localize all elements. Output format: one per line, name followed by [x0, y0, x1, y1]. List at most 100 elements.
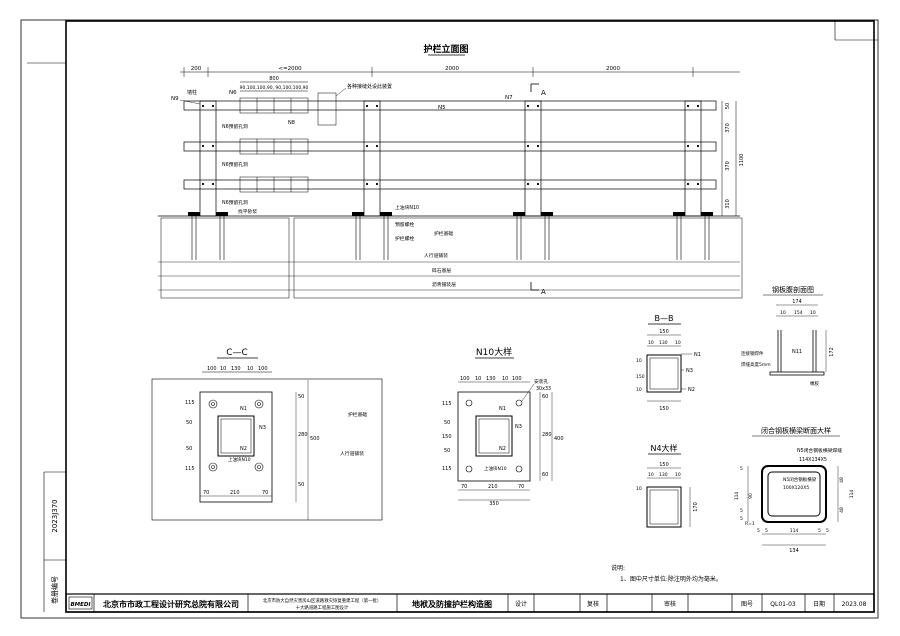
rdim-1100: 1100 — [739, 154, 745, 167]
rail-db-3: 5 — [818, 528, 821, 534]
cc-n10: 上油块N10 — [228, 456, 251, 463]
bb-t1: 130 — [659, 340, 668, 346]
n4-title: N4大样 — [650, 443, 677, 453]
n10-total: 350 — [489, 501, 499, 507]
cc-dr-1: 280 — [298, 432, 308, 438]
rail-dl-3: 5 — [740, 508, 743, 514]
review-label: 审核 — [664, 600, 676, 608]
n10-dl-4: 115 — [442, 466, 452, 472]
bb-t0: 10 — [648, 340, 654, 346]
dim-le2000: <=2000 — [278, 66, 302, 72]
cc-dl-1: 50 — [186, 420, 192, 426]
steel-t0: 10 — [780, 310, 786, 316]
cc-n1: N1 — [240, 406, 247, 412]
rdim-310: 310 — [725, 199, 731, 209]
label-n6: N6 — [229, 90, 237, 96]
bb-t2: 10 — [675, 340, 681, 346]
cc-n3: N3 — [259, 425, 266, 431]
notes-title: 说明: — [611, 564, 625, 572]
cc-dt-4: 100 — [258, 366, 268, 372]
rail-total: 134 — [789, 548, 799, 554]
rail-dr-1: 114 — [849, 490, 855, 499]
project-line1: 北京市防大自然灾害房山区道路救灾恢复重建工程（第一批） — [263, 597, 382, 604]
n10-dr-3: 60 — [542, 472, 548, 478]
n10-dt-3: 10 — [502, 376, 508, 382]
steel-t2: 10 — [810, 310, 816, 316]
n10-n10: 上油块N10 — [484, 465, 507, 472]
steel-base: 橡胶 — [810, 380, 819, 387]
outer-frame — [20, 19, 879, 619]
elevation-title: 护栏立面图 — [423, 43, 468, 55]
n10-db-2: 70 — [518, 484, 524, 490]
cc-dt-3: 10 — [247, 366, 253, 372]
label-base-plate: 上油块N10 — [395, 204, 419, 211]
section-cc: C—C 100 10 130 10 100 115 50 50 115 50 2… — [151, 348, 383, 521]
bb-title: B—B — [655, 314, 674, 323]
n10-dr-1: 280 — [542, 432, 552, 438]
label-node: 各种接缝处设此装置 — [347, 83, 392, 90]
section-steel-plate: 钢板腹剖面图 174 10 154 10 172 N11 连接钢焊件 焊缝高度5… — [741, 285, 835, 387]
cc-dr-2: 500 — [310, 436, 320, 442]
cc-dl-0: 115 — [185, 400, 195, 406]
steel-title: 钢板腹剖面图 — [772, 285, 814, 294]
dim-2000a: 2000 — [445, 66, 459, 72]
steel-weld: 连接钢焊件 — [741, 350, 764, 357]
steel-t1: 154 — [794, 310, 803, 316]
side-label: 卷册编号 — [50, 576, 59, 604]
project-line2: 十大路道路工程施工图设计 — [296, 604, 349, 611]
rail-dl-4: 5 — [740, 516, 743, 522]
design-label: 设计 — [515, 600, 527, 608]
n10-n3: N3 — [515, 424, 522, 430]
n4-t0: 10 — [648, 472, 654, 478]
rail-db-4: 5 — [826, 528, 829, 534]
bb-l1: 150 — [636, 374, 645, 380]
bb-n2: N2 — [688, 387, 695, 393]
n10-dr-2: 400 — [554, 436, 564, 442]
label-base2: 沥青铺装层 — [432, 281, 456, 288]
bb-bottom: 150 — [659, 406, 669, 412]
detail-n10: N10大样 100 10 130 10 100 115 50 150 50 11… — [442, 346, 564, 507]
section-closed-rail: 闭合钢板横梁断面大样 N5闭合钢板横梁焊缝 114X134X5 N5闭合钢板横梁… — [734, 426, 855, 554]
detail-n4: N4大样 150 10 130 10 10 170 — [636, 443, 699, 528]
rail-dl-0: 5 — [740, 466, 743, 472]
rail-dl-2: 90 — [748, 493, 754, 499]
rdim-370b: 370 — [725, 161, 731, 171]
n10-db-1: 210 — [488, 484, 498, 490]
cc-dt-1: 10 — [220, 366, 226, 372]
n10-hole-size: 30x33 — [536, 386, 551, 392]
label-n8: N8 — [288, 120, 295, 126]
cc-dt-2: 130 — [231, 366, 241, 372]
rdim-50: 50 — [725, 103, 731, 109]
bb-n3: N3 — [686, 368, 693, 374]
date-label: 日期 — [813, 600, 825, 608]
cc-base: 护栏基础 — [348, 411, 367, 418]
label-n6-note-2: N6预留孔洞 — [222, 161, 248, 168]
org-name: 北京市市政工程设计研究总院有限公司 — [103, 599, 239, 609]
section-bb: B—B 150 10 130 10 10 150 10 150 N1 N3 N2 — [636, 314, 701, 412]
side-code: 2023J370 — [51, 499, 59, 532]
rail-dl-1: 114 — [734, 492, 740, 501]
rail-db-1: 5 — [765, 528, 768, 534]
rail-db-0: 5 — [757, 528, 760, 534]
label-sidewalk: 人行道铺装 — [424, 252, 448, 259]
n4-t1: 130 — [659, 472, 668, 478]
section-a-top: A — [541, 89, 546, 97]
n10-n2: N2 — [499, 446, 506, 452]
label-n6-note-3: N6预留孔洞 — [222, 199, 248, 206]
n4-top: 150 — [659, 462, 669, 468]
label-bolt-hole: 护栏基础 — [434, 230, 453, 237]
label-n9: N9 — [171, 96, 179, 102]
cc-db-1: 210 — [230, 490, 240, 496]
cc-dl-3: 115 — [185, 466, 195, 472]
elevation-view: 护栏立面图 200 <=2000 2000 2000 800 90,100,10… — [158, 43, 745, 299]
bb-l2: 10 — [636, 387, 642, 393]
cc-dr-0: 50 — [298, 394, 304, 400]
label-n6-note-1: N6预留孔洞 — [222, 123, 248, 130]
steel-thick: 焊缝高度5mm — [741, 361, 771, 368]
steel-top: 174 — [792, 299, 802, 305]
dim-2000b: 2000 — [606, 66, 620, 72]
bb-l0: 10 — [636, 358, 642, 364]
label-base1: 碎石基层 — [432, 267, 451, 274]
n10-dr-0: 60 — [542, 394, 548, 400]
